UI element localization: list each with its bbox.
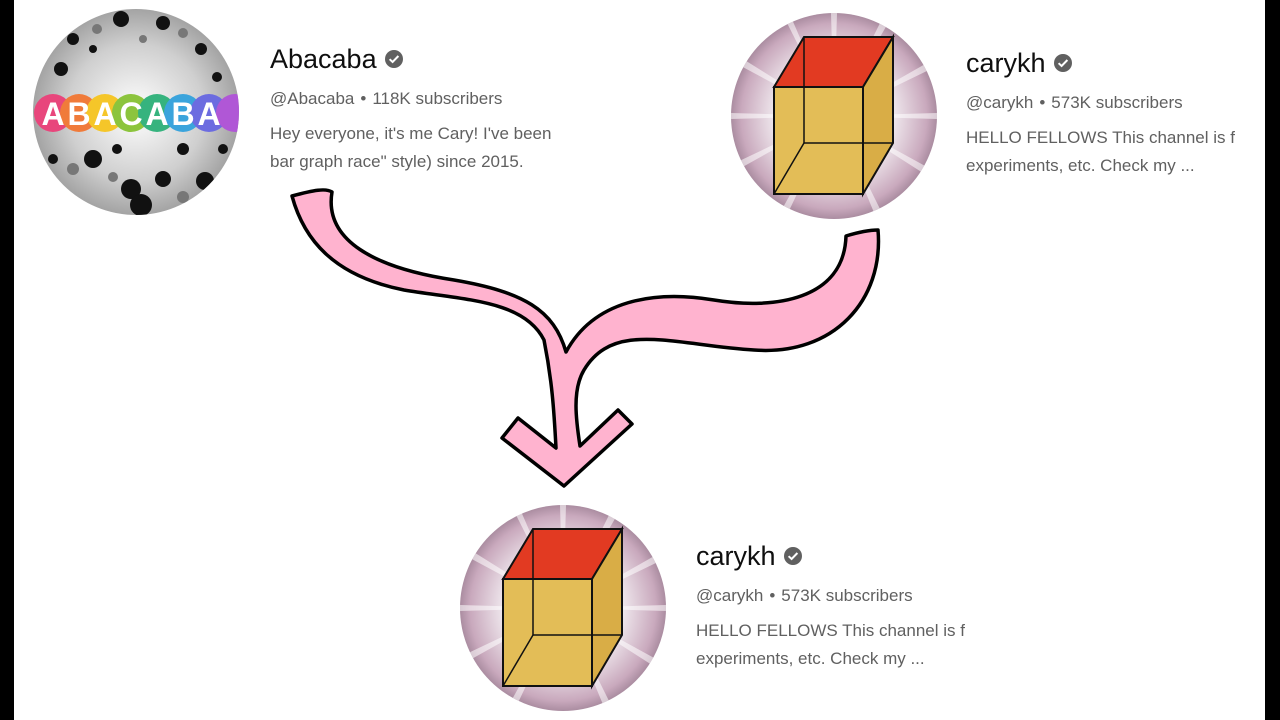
carykh-bottom-channel-meta: @carykh • 573K subscribers (696, 585, 971, 607)
channel-name-text: carykh (966, 48, 1046, 78)
subscriber-count: 573K subscribers (1051, 93, 1183, 112)
carykh-top-channel-description: HELLO FELLOWS This channel is f experime… (966, 124, 1265, 180)
subscriber-count: 573K subscribers (781, 586, 913, 605)
channel-handle: @carykh (696, 586, 764, 605)
meta-separator: • (769, 586, 776, 605)
merge-arrow-icon (290, 188, 881, 488)
subscriber-count: 118K subscribers (372, 89, 503, 108)
verified-check-icon (384, 50, 403, 68)
channel-name-text: carykh (696, 541, 776, 571)
svg-text:A: A (93, 96, 116, 132)
description-line: bar graph race" style) since 2015. (270, 152, 524, 171)
svg-text:A: A (145, 96, 168, 132)
description-line: experiments, etc. Check my ... (966, 156, 1195, 175)
svg-text:B: B (171, 96, 194, 132)
svg-text:A: A (41, 96, 64, 132)
svg-text:C: C (119, 96, 142, 132)
meta-separator: • (1039, 93, 1046, 112)
carykh-bottom-channel-info: carykh @carykh • 573K subscribers HELLO FE… (696, 539, 971, 673)
carykh-bottom-channel-description: HELLO FELLOWS This channel is f experime… (696, 617, 971, 673)
carykh-top-channel-info: carykh @carykh • 573K subscribers HELLO FE… (966, 46, 1265, 180)
svg-text:B: B (67, 96, 90, 132)
verified-check-icon (783, 547, 802, 565)
channel-handle: @carykh (966, 93, 1034, 112)
channel-handle: @Abacaba (270, 89, 355, 108)
carykh-bottom-channel-name[interactable]: carykh (696, 539, 971, 573)
carykh-top-channel-meta: @carykh • 573K subscribers (966, 92, 1265, 114)
meta-separator: • (360, 89, 367, 108)
description-line: experiments, etc. Check my ... (696, 649, 925, 668)
svg-text:A: A (197, 96, 220, 132)
abacaba-channel-description: Hey everyone, it's me Cary! I've been ba… (270, 120, 570, 176)
description-line: HELLO FELLOWS This channel is f (696, 621, 965, 640)
verified-check-icon (1053, 54, 1072, 72)
abacaba-channel-name[interactable]: Abacaba (270, 42, 570, 76)
abacaba-channel-info: Abacaba @Abacaba • 118K subscribers Hey ev… (270, 42, 570, 176)
carykh-avatar-bottom[interactable] (460, 505, 666, 711)
abacaba-channel-meta: @Abacaba • 118K subscribers (270, 88, 570, 110)
carykh-top-channel-name[interactable]: carykh (966, 46, 1265, 80)
description-line: Hey everyone, it's me Cary! I've been (270, 124, 552, 143)
carykh-avatar-top[interactable] (731, 13, 937, 219)
channel-name-text: Abacaba (270, 44, 377, 74)
description-line: HELLO FELLOWS This channel is f (966, 128, 1235, 147)
